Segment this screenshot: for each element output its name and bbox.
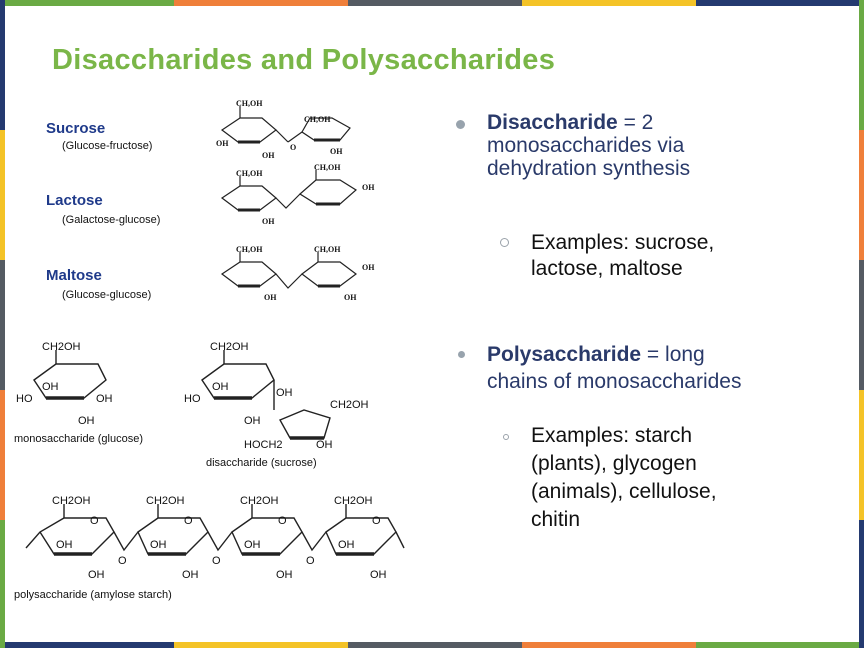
disaccharide-examples: Examples: sucrose, lactose, maltose bbox=[531, 231, 715, 280]
sub-bullet-circle-2 bbox=[503, 434, 509, 440]
sucrose-oh-2: OH bbox=[276, 387, 293, 399]
disaccharide-rest-1: = 2 bbox=[617, 111, 654, 134]
starch-link-o-1: O bbox=[118, 555, 127, 567]
lactose-composition: (Galactose-glucose) bbox=[62, 214, 161, 226]
top-frame-bar bbox=[0, 0, 864, 6]
glucose-ch2oh: CH2OH bbox=[42, 341, 81, 353]
maltose-composition: (Glucose-glucose) bbox=[62, 289, 152, 301]
maltose-oh-label-2: OH bbox=[264, 293, 277, 302]
starch-oh-4: OH bbox=[338, 539, 355, 551]
disaccharide-rest-2: monosaccharides via bbox=[487, 134, 685, 157]
glucose-sucrose-diagram: CH2OH HO OH OH OH monosaccharide (glucos… bbox=[14, 341, 369, 469]
sucrose-ch2oh-label: CH,OH bbox=[236, 99, 263, 108]
sucrose-oh-3: OH bbox=[244, 415, 261, 427]
starch-oh-7: OH bbox=[276, 569, 293, 581]
glucose-oh-3: OH bbox=[78, 415, 95, 427]
starch-ring-o-3: O bbox=[278, 515, 287, 527]
sucrose-hoch2: HOCH2 bbox=[244, 439, 283, 451]
right-frame-bar bbox=[859, 0, 864, 648]
sucrose-label: Sucrose bbox=[46, 120, 106, 137]
starch-ring-o-1: O bbox=[90, 515, 99, 527]
starch-ch2oh-3: CH2OH bbox=[240, 495, 279, 507]
sucrose-composition: (Glucose-fructose) bbox=[62, 140, 153, 152]
slide-title: Disaccharides and Polysaccharides bbox=[52, 44, 556, 76]
sucrose-oh-1: OH bbox=[212, 381, 229, 393]
small-structures-diagram: CH,OH CH,OH OH OH O OH CH,OH CH,OH OH OH… bbox=[216, 99, 375, 302]
polysaccharide-rest-2: chains of monosaccharides bbox=[487, 370, 742, 393]
polysaccharide-definition: Polysaccharide = long chains of monosacc… bbox=[487, 341, 847, 395]
lactose-ch2oh-label: CH,OH bbox=[236, 169, 263, 178]
starch-oh-6: OH bbox=[182, 569, 199, 581]
glucose-oh-1: OH bbox=[42, 381, 59, 393]
starch-link-o-2: O bbox=[212, 555, 221, 567]
glucose-caption: monosaccharide (glucose) bbox=[14, 433, 143, 445]
sucrose-ch2oh: CH2OH bbox=[210, 341, 249, 353]
starch-oh-1: OH bbox=[56, 539, 73, 551]
starch-ch2oh-1: CH2OH bbox=[52, 495, 91, 507]
maltose-oh-label: OH bbox=[362, 263, 375, 272]
sucrose-oh-4: OH bbox=[316, 439, 333, 451]
starch-oh-8: OH bbox=[370, 569, 387, 581]
sucrose-oh-label-3: OH bbox=[330, 147, 343, 156]
sucrose-ch2oh-2: CH2OH bbox=[330, 399, 369, 411]
disaccharide-rest-3: dehydration synthesis bbox=[487, 157, 691, 180]
sucrose-caption: disaccharide (sucrose) bbox=[206, 457, 317, 469]
amylose-diagram: CH2OH CH2OH CH2OH CH2OH O O O O O O O OH… bbox=[14, 495, 405, 601]
starch-oh-2: OH bbox=[150, 539, 167, 551]
disaccharide-term: Disaccharide bbox=[487, 111, 618, 134]
bullet-dot-2 bbox=[458, 351, 465, 358]
polysaccharide-rest-1: = long bbox=[641, 343, 705, 366]
sucrose-o-label: O bbox=[290, 143, 296, 152]
glucose-ho: HO bbox=[16, 393, 33, 405]
starch-caption: polysaccharide (amylose starch) bbox=[14, 589, 172, 601]
sucrose-ch2oh-label-2: CH,OH bbox=[304, 115, 331, 124]
lactose-label: Lactose bbox=[46, 192, 103, 209]
lactose-oh-label: OH bbox=[362, 183, 375, 192]
bullet-dot-1 bbox=[456, 120, 465, 129]
sucrose-ho: HO bbox=[184, 393, 201, 405]
maltose-ch2oh-label: CH,OH bbox=[236, 245, 263, 254]
sub-bullet-circle-1 bbox=[500, 238, 509, 247]
sucrose-oh-label: OH bbox=[216, 139, 229, 148]
sucrose-oh-label-2: OH bbox=[262, 151, 275, 160]
maltose-ch2oh-label-2: CH,OH bbox=[314, 245, 341, 254]
disaccharide-definition: Disaccharide = 2 monosaccharides via deh… bbox=[487, 111, 837, 180]
bottom-frame-bar bbox=[0, 642, 864, 648]
left-frame-bar bbox=[0, 0, 5, 648]
starch-oh-5: OH bbox=[88, 569, 105, 581]
polysaccharide-examples: Examples: starch (plants), glycogen (ani… bbox=[531, 424, 717, 531]
lactose-oh-label-2: OH bbox=[262, 217, 275, 226]
starch-link-o-3: O bbox=[306, 555, 315, 567]
starch-ring-o-2: O bbox=[184, 515, 193, 527]
starch-ch2oh-4: CH2OH bbox=[334, 495, 373, 507]
starch-ch2oh-2: CH2OH bbox=[146, 495, 185, 507]
polysaccharide-term: Polysaccharide bbox=[487, 343, 642, 366]
starch-oh-3: OH bbox=[244, 539, 261, 551]
lactose-ch2oh-label-2: CH,OH bbox=[314, 163, 341, 172]
starch-ring-o-4: O bbox=[372, 515, 381, 527]
maltose-label: Maltose bbox=[46, 267, 102, 284]
maltose-oh-label-3: OH bbox=[344, 293, 357, 302]
glucose-oh-2: OH bbox=[96, 393, 113, 405]
